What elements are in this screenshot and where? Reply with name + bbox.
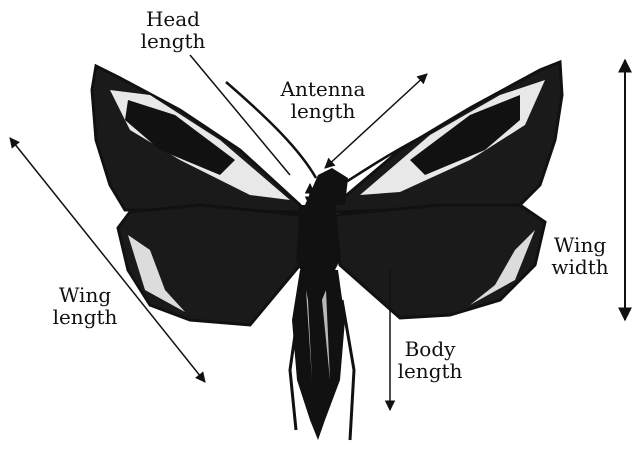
moth-abdomen <box>292 270 345 440</box>
head-length-label-line1: Head <box>128 8 218 30</box>
head-length-label-line2: length <box>128 30 218 52</box>
body-length-label: Body length <box>390 338 470 382</box>
wing-width-label: Wing width <box>540 234 620 278</box>
wing-length-label-line1: Wing <box>40 284 130 306</box>
antenna-length-label: Antenna length <box>268 78 378 122</box>
moth-head <box>305 168 348 205</box>
head-length-label: Head length <box>128 8 218 52</box>
antenna-length-label-line1: Antenna <box>268 78 378 100</box>
body-length-label-line1: Body <box>390 338 470 360</box>
wing-width-label-line2: width <box>540 256 620 278</box>
body-length-label-line2: length <box>390 360 470 382</box>
wing-length-label: Wing length <box>40 284 130 328</box>
antenna-length-label-line2: length <box>268 100 378 122</box>
wing-width-label-line1: Wing <box>540 234 620 256</box>
moth-thorax <box>296 205 340 280</box>
wing-length-label-line2: length <box>40 306 130 328</box>
